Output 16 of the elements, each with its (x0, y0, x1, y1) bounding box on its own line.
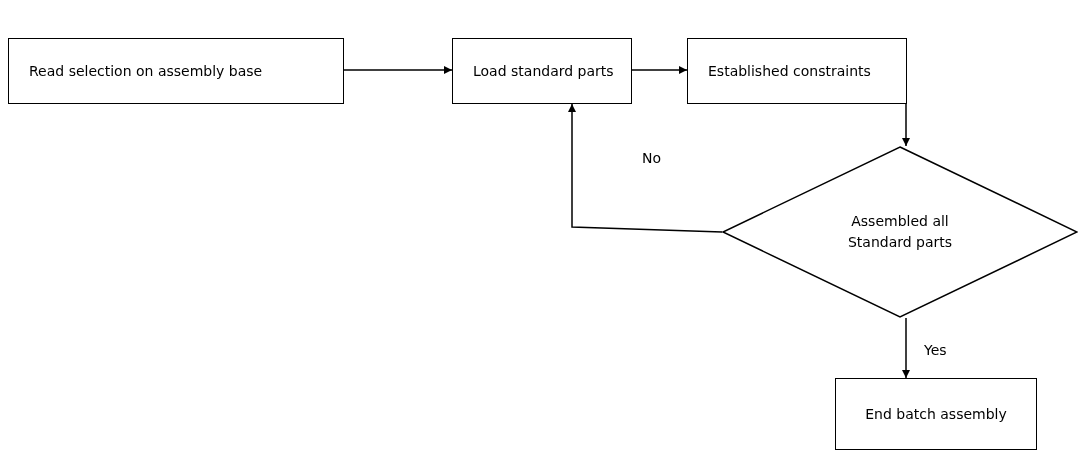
arrow (902, 317, 910, 379)
process-box (687, 38, 907, 104)
arrow (343, 66, 453, 74)
arrow (568, 103, 723, 233)
node-label: End batch assembly (865, 404, 1007, 424)
arrow (902, 103, 910, 147)
node-label: Load standard parts (473, 61, 614, 81)
node-label: Established constraints (708, 61, 871, 81)
process-box (835, 378, 1037, 450)
edge-label: No (640, 150, 664, 166)
node-label: Read selection on assembly base (29, 61, 263, 81)
edge-label: Yes (922, 342, 949, 358)
node-label: Assembled all Standard parts (846, 212, 954, 252)
process-box (8, 38, 344, 104)
process-box (452, 38, 632, 104)
arrow (631, 66, 688, 74)
